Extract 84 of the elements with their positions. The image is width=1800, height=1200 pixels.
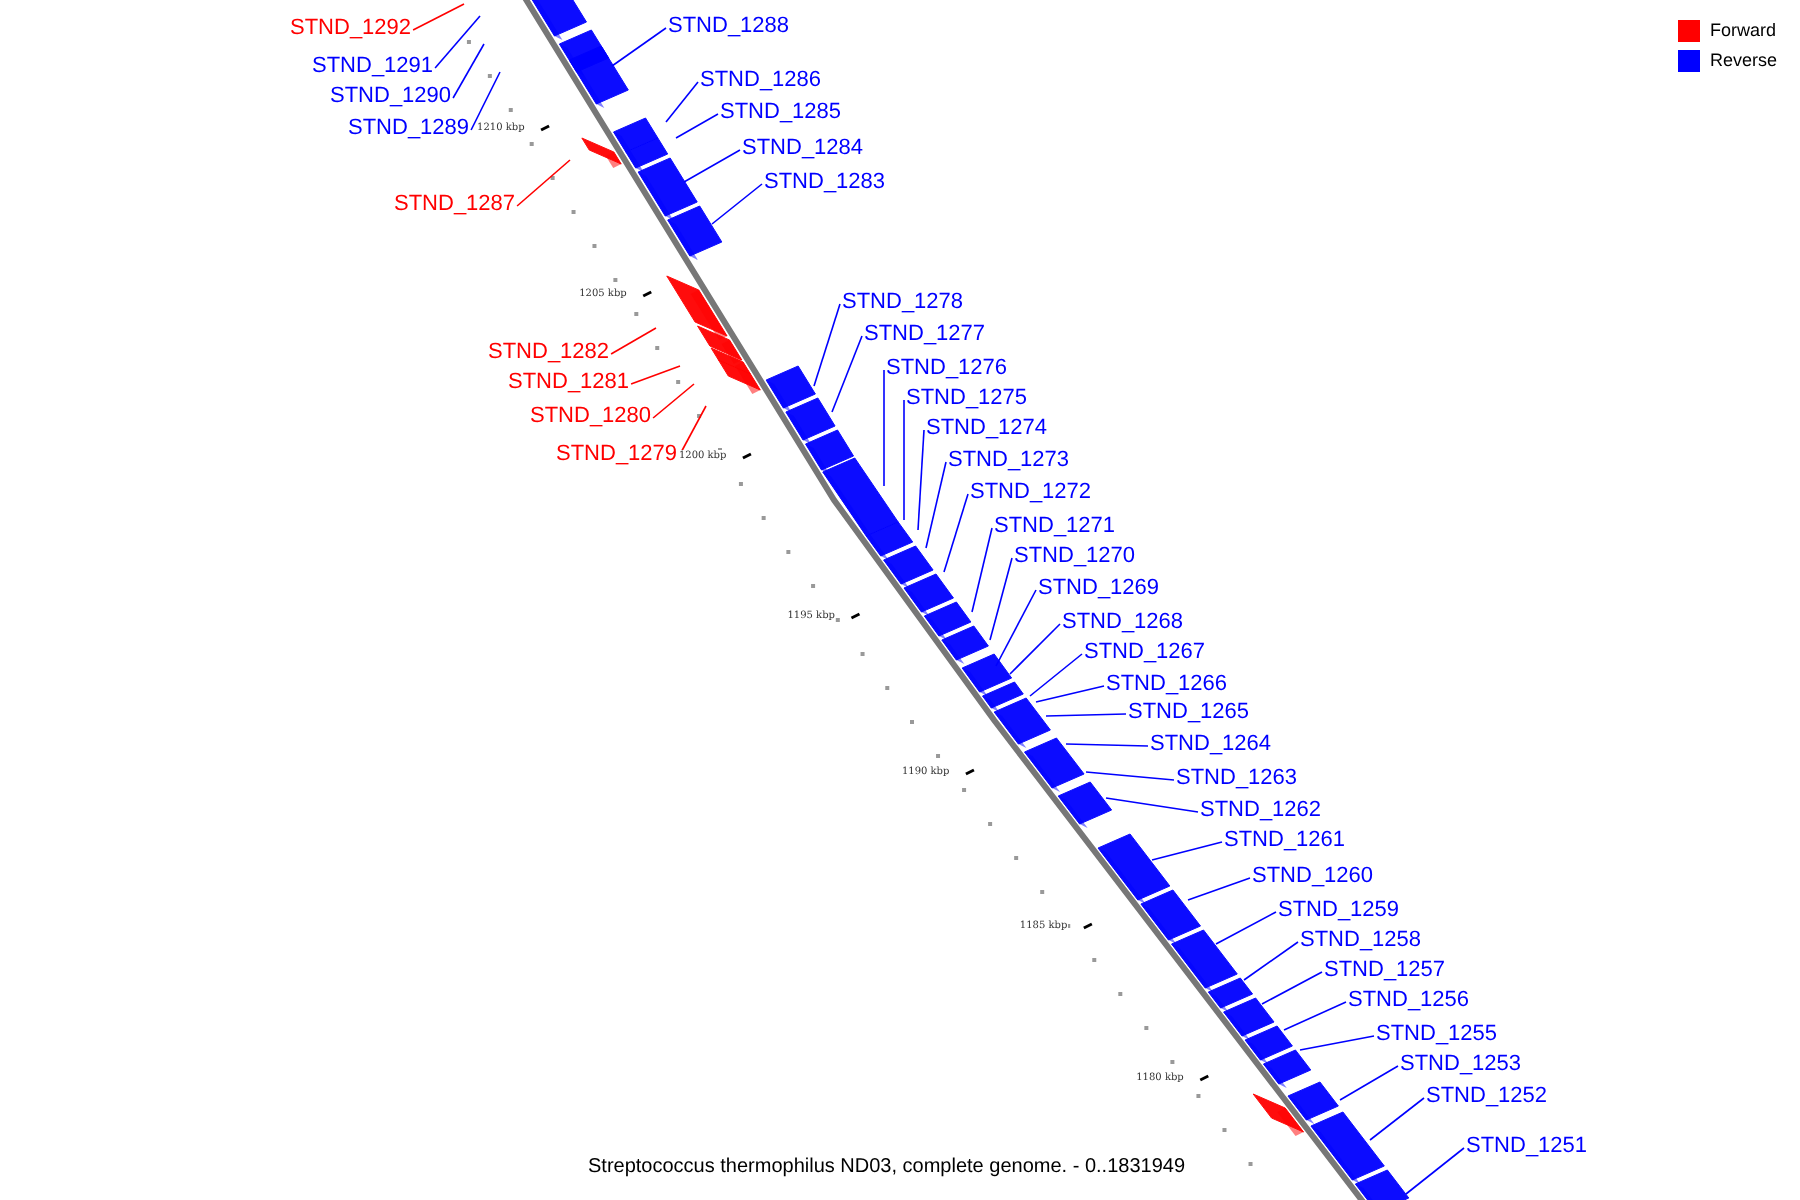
leader-line: [1105, 797, 1199, 813]
gene-label: STND_1260: [1252, 864, 1374, 890]
gene-label: STND_1285: [720, 100, 842, 126]
leader-line: [971, 527, 993, 613]
gene-label: STND_1287: [394, 192, 516, 218]
leader-line: [1369, 1097, 1425, 1141]
leader-line: [943, 493, 969, 573]
legend-label: Reverse: [1710, 48, 1778, 74]
gene-label: STND_1264: [1150, 732, 1272, 758]
gene-label: STND_1253: [1400, 1052, 1522, 1078]
leader-line: [1187, 877, 1251, 901]
leader-line: [1029, 653, 1083, 697]
leader-line: [610, 327, 657, 355]
leader-line: [1243, 941, 1299, 981]
leader-line: [1065, 743, 1149, 747]
leader-line: [711, 183, 763, 225]
leader-line: [1035, 685, 1105, 703]
gene-label: STND_1262: [1200, 798, 1322, 824]
leader-line: [434, 15, 481, 69]
gene-label: STND_1286: [700, 68, 822, 94]
leader-line: [652, 383, 695, 419]
gene-label: STND_1256: [1348, 988, 1470, 1014]
gene-label: STND_1257: [1324, 958, 1446, 984]
leader-line: [630, 365, 681, 385]
gene-label: STND_1272: [970, 480, 1092, 506]
gene-label: STND_1266: [1106, 672, 1228, 698]
gene-label: STND_1265: [1128, 700, 1250, 726]
gene-label: STND_1274: [926, 416, 1048, 442]
leader-line: [1261, 971, 1323, 1005]
leader-line: [1085, 771, 1175, 781]
leader-line: [1339, 1065, 1399, 1101]
leader-line: [903, 399, 905, 521]
gene-label: STND_1255: [1376, 1022, 1498, 1048]
leader-line: [683, 149, 741, 183]
gene-label: STND_1251: [1466, 1134, 1588, 1160]
leader-line: [1151, 841, 1223, 861]
gene-label: STND_1267: [1084, 640, 1206, 666]
leader-line: [1299, 1035, 1375, 1051]
gene-label: STND_1269: [1038, 576, 1160, 602]
gene-label: STND_1288: [668, 14, 790, 40]
leader-line: [883, 369, 885, 487]
gene-label: STND_1275: [906, 386, 1028, 412]
gene-label: STND_1291: [312, 54, 434, 80]
gene-label: STND_1281: [508, 370, 630, 396]
leader-line: [665, 81, 699, 123]
gene-label: STND_1278: [842, 290, 964, 316]
gene-label: STND_1263: [1176, 766, 1298, 792]
gene-label: STND_1284: [742, 136, 864, 162]
leader-line: [1009, 623, 1061, 675]
gene-label: STND_1277: [864, 322, 986, 348]
leader-line: [516, 159, 571, 207]
gene-label: STND_1261: [1224, 828, 1346, 854]
leader-line: [925, 461, 947, 549]
gene-label: STND_1252: [1426, 1084, 1548, 1110]
gene-label: STND_1259: [1278, 898, 1400, 924]
gene-label: STND_1271: [994, 514, 1116, 540]
gene-label: STND_1279: [556, 442, 678, 468]
leader-line: [452, 43, 485, 99]
leader-line: [470, 71, 501, 131]
legend-label: Forward: [1710, 18, 1777, 44]
gene-label: STND_1270: [1014, 544, 1136, 570]
leader-line: [813, 303, 841, 387]
leader-line: [989, 557, 1013, 641]
gene-label: STND_1280: [530, 404, 652, 430]
leader-line: [831, 335, 863, 413]
gene-label: STND_1258: [1300, 928, 1422, 954]
gene-label: STND_1273: [948, 448, 1070, 474]
leader-line: [1045, 713, 1127, 717]
gene-label: STND_1282: [488, 340, 610, 366]
leader-line: [917, 429, 925, 531]
leader-line: [1215, 911, 1277, 945]
gene-label: STND_1283: [764, 170, 886, 196]
leader-line: [1283, 1001, 1347, 1031]
leader-line: [611, 27, 667, 67]
leader-line: [412, 3, 465, 31]
leader-line: [675, 113, 719, 139]
leader-line: [995, 589, 1037, 667]
gene-label: STND_1290: [330, 84, 452, 110]
gene-label: STND_1268: [1062, 610, 1184, 636]
leader-line: [1405, 1147, 1465, 1195]
gene-label: STND_1292: [290, 16, 412, 42]
gene-label: STND_1276: [886, 356, 1008, 382]
gene-label: STND_1289: [348, 116, 470, 142]
caption: Streptococcus thermophilus ND03, complete genome. - 0..1831949: [588, 1156, 1186, 1178]
